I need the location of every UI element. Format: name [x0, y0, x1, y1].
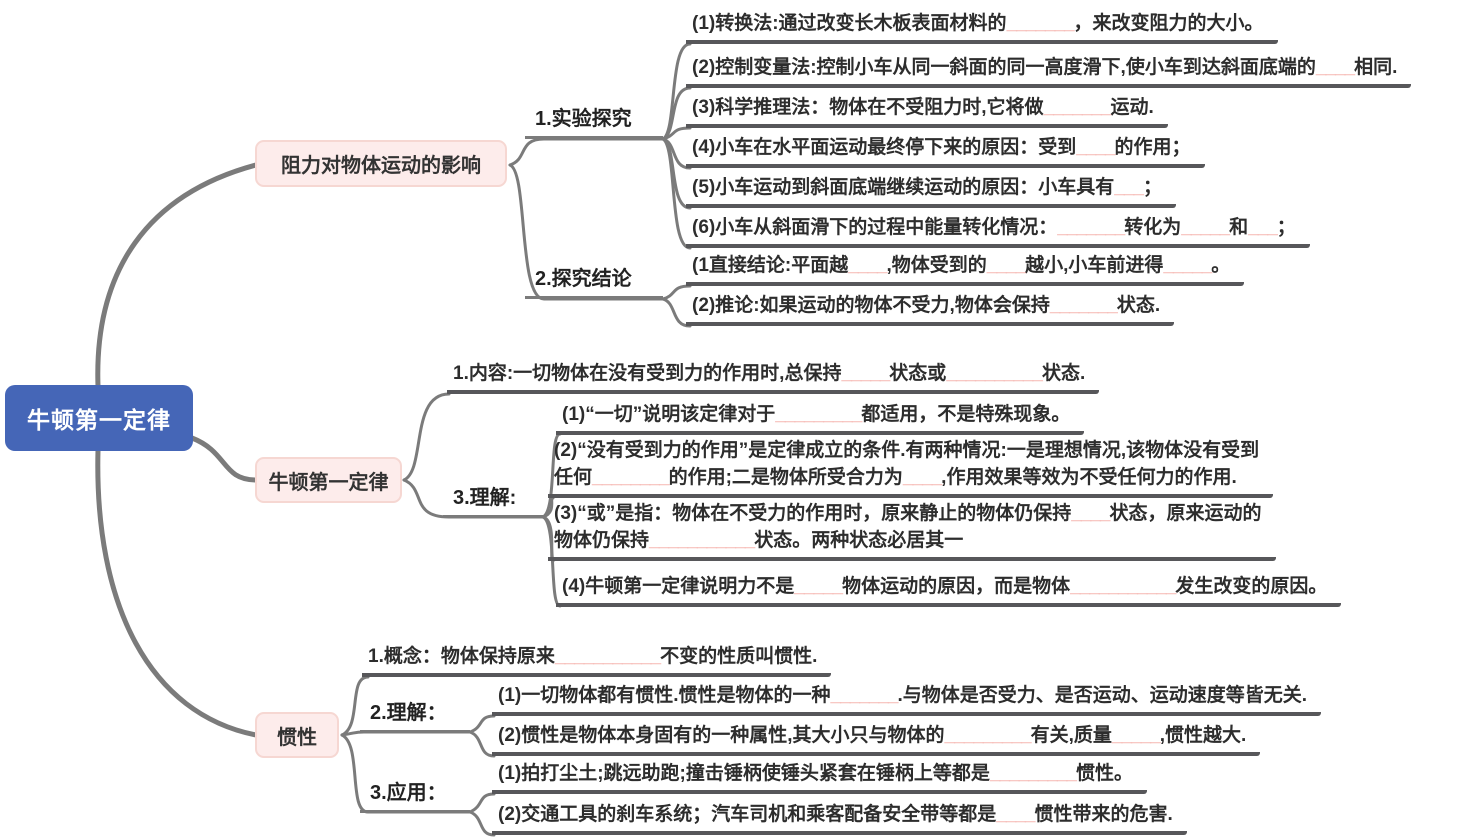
branch-node-resistance-effect[interactable]: 阻力对物体运动的影响 [255, 140, 507, 187]
group-label-application-inertia[interactable]: 3.应用： [360, 776, 470, 813]
group-label-understanding-inertia[interactable]: 2.理解： [360, 696, 470, 733]
leaf-item[interactable]: 1.概念：物体保持原来___________不变的性质叫惯性. [362, 643, 832, 677]
branch-node-inertia[interactable]: 惯性 [255, 712, 339, 758]
leaf-item[interactable]: (3)科学推理法：物体在不受阻力时,它将做_______运动. [686, 94, 1168, 128]
leaf-item[interactable]: (2)“没有受到力的作用”是定律成立的条件.有两种情况:一是理想情况,该物体没有… [548, 437, 1274, 498]
leaf-item[interactable]: (2)惯性是物体本身固有的一种属性,其大小只与物体的_________有关,质量… [492, 722, 1261, 756]
leaf-item[interactable]: (1)一切物体都有惯性.惯性是物体的一种_______.与物体是否受力、是否运动… [492, 682, 1322, 716]
leaf-item[interactable]: (5)小车运动到斜面底端继续运动的原因：小车具有___； [686, 174, 1176, 208]
root-connectors [95, 162, 259, 738]
group-label-experiment[interactable]: 1.实验探究 [525, 102, 663, 139]
leaf-item[interactable]: (4)牛顿第一定律说明力不是_____物体运动的原因，而是物体_________… [556, 573, 1342, 607]
leaf-item[interactable]: (3)“或”是指：物体在不受力的作用时，原来静止的物体仍保持____状态，原来运… [548, 500, 1276, 561]
leaf-item[interactable]: (6)小车从斜面滑下的过程中能量转化情况：_______转化为_____和___… [686, 214, 1310, 248]
leaf-item[interactable]: 1.内容:一切物体在没有受到力的作用时,总保持_____状态或_________… [447, 360, 1100, 394]
leaf-item[interactable]: (1)拍打尘土;跳远助跑;撞击锤柄使锤头紧套在锤柄上等都是_________惯性… [492, 760, 1148, 794]
leaf-item[interactable]: (1直接结论:平面越____,物体受到的____越小,小车前进得_____。 [686, 252, 1245, 286]
leaf-item[interactable]: (2)推论:如果运动的物体不受力,物体会保持_______状态. [686, 292, 1175, 326]
group-label-conclusion[interactable]: 2.探究结论 [525, 262, 663, 299]
leaf-item[interactable]: (1)“一切”说明该定律对于_________都适用，不是特殊现象。 [556, 401, 1085, 435]
leaf-item[interactable]: (2)控制变量法:控制小车从同一斜面的同一高度滑下,使小车到达斜面底端的____… [686, 54, 1412, 88]
branch-resistance-connectors [508, 42, 692, 328]
branch-node-newtons-first-law[interactable]: 牛顿第一定律 [255, 457, 402, 503]
leaf-item[interactable]: (1)转换法:通过改变长木板表面材料的_______，来改变阻力的大小。 [686, 10, 1278, 44]
root-node-newtons-first-law[interactable]: 牛顿第一定律 [5, 385, 193, 451]
group-label-understanding-law[interactable]: 3.理解: [443, 481, 543, 518]
leaf-item[interactable]: (4)小车在水平面运动最终停下来的原因：受到____的作用； [686, 134, 1205, 168]
leaf-item[interactable]: (2)交通工具的刹车系统；汽车司机和乘客配备安全带等都是____惯性带来的危害. [492, 801, 1187, 835]
